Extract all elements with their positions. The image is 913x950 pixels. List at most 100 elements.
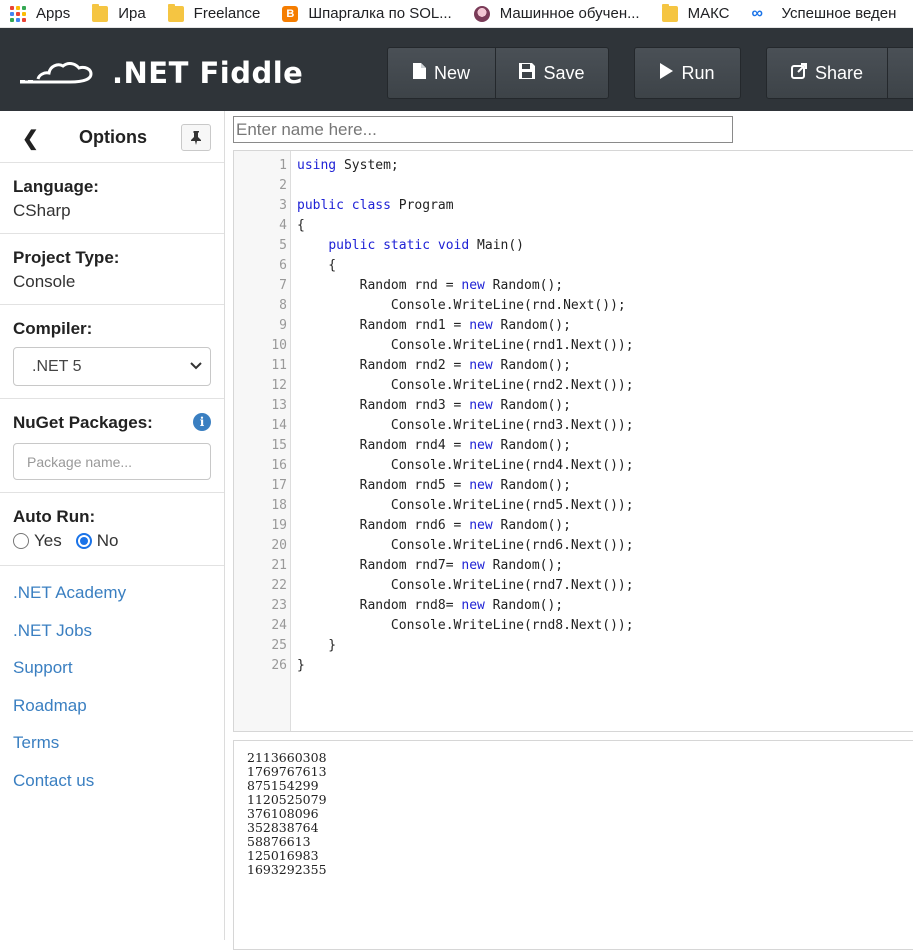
blogger-icon: B	[282, 5, 299, 22]
options-title: Options	[79, 127, 147, 147]
line-number: 7	[279, 278, 287, 293]
run-button-label: Run	[681, 62, 715, 83]
package-name-input[interactable]: Package name...	[13, 443, 211, 480]
auto-run-no-label[interactable]: No	[96, 531, 119, 550]
bookmark-sql-cheatsheet[interactable]: B Шпаргалка по SOL...	[282, 5, 452, 22]
code-line: 2	[234, 176, 913, 196]
bookmark-apps[interactable]: Apps	[10, 5, 70, 22]
code-text: Console.WriteLine(rnd7.Next());	[297, 578, 634, 593]
pin-button[interactable]	[181, 124, 211, 151]
fiddle-name-input[interactable]: Enter name here...	[233, 116, 733, 143]
code-text: Console.WriteLine(rnd1.Next());	[297, 338, 634, 353]
code-text: using System;	[297, 158, 399, 173]
link-roadmap[interactable]: Roadmap	[13, 695, 87, 715]
line-number: 14	[271, 418, 287, 433]
code-text: Console.WriteLine(rnd6.Next());	[297, 538, 634, 553]
bookmark-label: МАКС	[687, 5, 730, 22]
bookmark-machine-learning[interactable]: Машинное обучен...	[473, 5, 640, 22]
bookmark-label: Ира	[118, 5, 146, 22]
code-text: Console.WriteLine(rnd3.Next());	[297, 418, 634, 433]
infinity-icon: ∞	[751, 4, 763, 22]
bookmark-freelance[interactable]: Freelance	[167, 3, 260, 22]
pin-icon	[191, 131, 201, 145]
bookmark-uspeshnoe[interactable]: ∞ Успешное веден	[752, 5, 897, 22]
auto-run-yes-radio[interactable]	[13, 533, 29, 549]
code-text: Console.WriteLine(rnd.Next());	[297, 298, 626, 313]
code-text: {	[297, 258, 337, 273]
code-text: public static void Main()	[328, 238, 525, 253]
line-number: 3	[279, 198, 287, 213]
save-button[interactable]: Save	[495, 47, 609, 99]
output-line: 875154299	[247, 778, 319, 793]
link-support[interactable]: Support	[13, 658, 73, 677]
code-text: Random rnd8= new Random();	[297, 598, 564, 613]
sidebar-links: .NET Academy .NET Jobs Support Roadmap T…	[0, 566, 224, 805]
line-number: 26	[271, 658, 287, 673]
auto-run-no-radio[interactable]	[75, 533, 92, 549]
line-number-gutter	[234, 151, 291, 731]
code-text: Random rnd4 = new Random();	[297, 438, 571, 453]
line-number: 24	[271, 618, 287, 633]
code-text: public class Program	[297, 198, 454, 213]
code-line: 4{	[234, 216, 913, 236]
line-number: 15	[271, 438, 287, 453]
output-line: 352838764	[247, 820, 319, 835]
bookmark-maks[interactable]: МАКС	[661, 3, 730, 22]
file-icon	[412, 62, 426, 84]
info-icon[interactable]: i	[193, 413, 211, 431]
chevron-down-icon	[190, 358, 202, 373]
code-line: 23 Random rnd8= new Random();	[234, 596, 913, 616]
code-line: 12 Console.WriteLine(rnd2.Next());	[234, 376, 913, 396]
chevron-left-icon[interactable]: ❮	[22, 128, 39, 150]
new-button[interactable]: New	[387, 47, 496, 99]
code-line: 5 public static void Main()	[234, 236, 913, 256]
link-net-jobs[interactable]: .NET Jobs	[13, 620, 93, 640]
line-number: 2	[279, 178, 287, 193]
output-line: 1693292355	[247, 862, 327, 877]
link-contact-us[interactable]: Contact us	[13, 770, 95, 790]
code-line: 10 Console.WriteLine(rnd1.Next());	[234, 336, 913, 356]
line-number: 23	[271, 598, 287, 613]
options-sidebar: ❮ Options Language: CSharp Project Type:…	[0, 111, 225, 940]
compiler-select[interactable]: .NET 5	[13, 347, 211, 386]
auto-run-yes-label[interactable]: Yes	[34, 531, 62, 550]
code-line: 1 using System;	[234, 156, 913, 176]
play-icon	[660, 62, 674, 84]
save-button-label: Save	[543, 62, 585, 83]
line-number: 20	[271, 538, 287, 553]
share-dropdown-button[interactable]	[887, 47, 913, 99]
link-net-academy[interactable]: .NET Academy	[13, 583, 127, 602]
code-text: }	[297, 658, 305, 673]
code-line: 9 Random rnd1 = new Random();	[234, 316, 913, 336]
bookmarks-bar: Apps Ира Freelance B Шпаргалка по SOL...…	[0, 0, 913, 28]
bookmark-label: Машинное обучен...	[499, 5, 640, 22]
code-text: Console.WriteLine(rnd4.Next());	[297, 458, 634, 473]
compiler-selected-value: .NET 5	[32, 357, 82, 375]
code-text: Random rnd6 = new Random();	[297, 518, 571, 533]
code-text: Random rnd7= new Random();	[297, 558, 564, 573]
code-text: Random rnd = new Random();	[297, 278, 564, 293]
run-button[interactable]: Run	[634, 47, 741, 99]
folder-icon	[92, 3, 109, 22]
code-line: 16 Console.WriteLine(rnd4.Next());	[234, 456, 913, 476]
code-line: 26}	[234, 656, 913, 676]
auto-run-label: Auto Run:	[13, 507, 96, 526]
code-line: 21 Random rnd7= new Random();	[234, 556, 913, 576]
share-icon	[790, 62, 807, 84]
code-text: Random rnd3 = new Random();	[297, 398, 571, 413]
line-number: 8	[279, 298, 287, 313]
line-number: 17	[271, 478, 287, 493]
language-section: Language: CSharp	[0, 163, 224, 234]
output-line: 1769767613	[247, 764, 327, 779]
share-button[interactable]: Share	[766, 47, 888, 99]
line-number: 13	[271, 398, 287, 413]
line-number: 1	[279, 158, 287, 173]
bookmark-ira[interactable]: Ира	[92, 3, 146, 22]
bookmark-label: Шпаргалка по SOL...	[308, 5, 452, 22]
output-line: 376108096	[247, 806, 319, 821]
logo[interactable]: .NET Fiddle	[18, 56, 303, 90]
language-label: Language:	[13, 177, 99, 196]
link-terms[interactable]: Terms	[13, 733, 60, 752]
